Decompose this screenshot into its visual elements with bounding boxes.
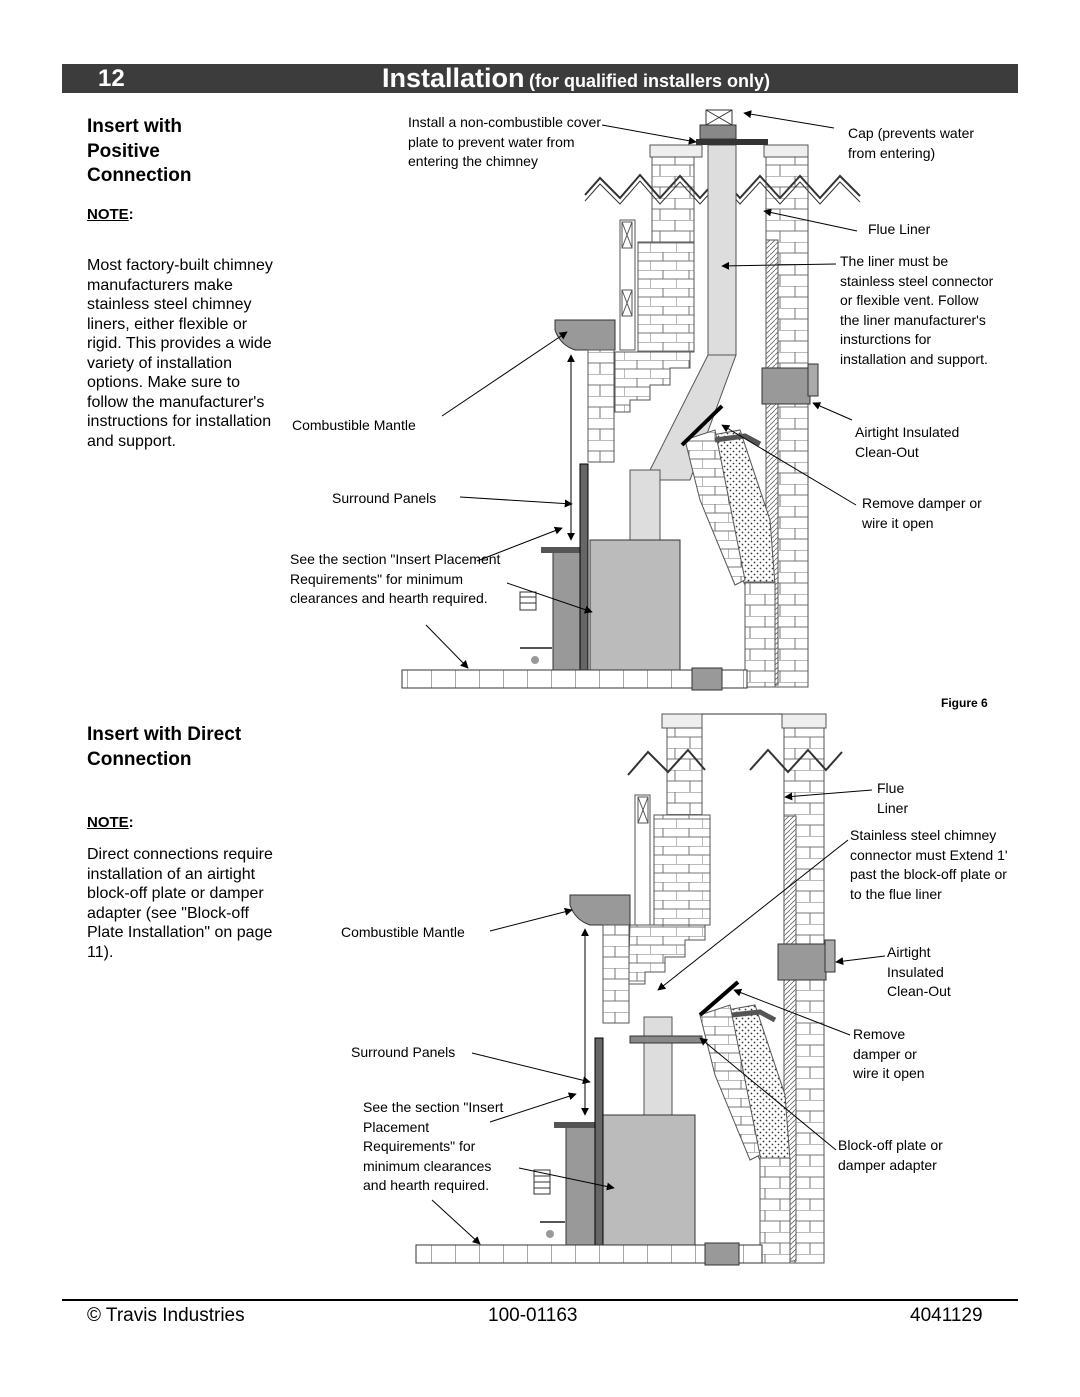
callout-cleanout: Airtight Insulated Clean-Out (855, 424, 960, 460)
footer-rule (62, 1299, 1018, 1301)
footer-part-number: 4041129 (910, 1305, 983, 1326)
figure1-drawing (401, 109, 861, 691)
callout2-combustible-mantle: Combustible Mantle (341, 924, 465, 940)
callout-liner-note: The liner must be stainless steel connec… (840, 253, 994, 367)
section1-note-label: NOTE: (87, 206, 134, 223)
callout2-blockoff: Block-off plate or damper adapter (838, 1137, 943, 1173)
callout-cover-plate: Install a non-combustible cover plate to… (408, 114, 601, 169)
title-subtitle: (for qualified installers only) (528, 71, 770, 91)
callout2-cleanout: Airtight Insulated Clean-Out (887, 944, 951, 999)
callout2-stainless: Stainless steel chimney connector must E… (850, 827, 1008, 902)
callout2-surround-panels: Surround Panels (351, 1044, 456, 1060)
section2-note-text: Direct connections require installation … (87, 846, 273, 961)
callout2-see-section: See the section "Insert Placement Requir… (363, 1099, 504, 1193)
page-number: 12 (98, 65, 125, 92)
section2-title: Insert with Direct Connection (87, 724, 242, 770)
page-header: 12 Installation (for qualified installer… (62, 64, 1018, 93)
page-title: Installation (for qualified installers o… (382, 64, 770, 97)
callout2-remove-damper: Remove damper or wire it open (853, 1026, 925, 1081)
footer-copyright: © Travis Industries (87, 1305, 245, 1326)
callout-cap: Cap (prevents water from entering) (848, 125, 975, 161)
footer-doc-number: 100-01163 (488, 1305, 578, 1326)
section1-title: Insert with Positive Connection (87, 116, 192, 186)
section1-note-text: Most factory-built chimney manufacturers… (87, 257, 273, 450)
title-main: Installation (382, 63, 525, 93)
callout-flue-liner: Flue Liner (868, 221, 931, 237)
callout2-flue-liner: Flue Liner (877, 780, 909, 816)
figure-label: Figure 6 (941, 696, 988, 710)
section2-note-label: NOTE: (87, 814, 134, 831)
callout-combustible-mantle: Combustible Mantle (292, 417, 416, 433)
callout-surround-panels: Surround Panels (332, 490, 437, 506)
figure2-drawing (415, 713, 886, 1266)
callout-see-section: See the section "Insert Placement Requir… (290, 551, 501, 606)
callout-remove-damper: Remove damper or wire it open (862, 495, 982, 531)
